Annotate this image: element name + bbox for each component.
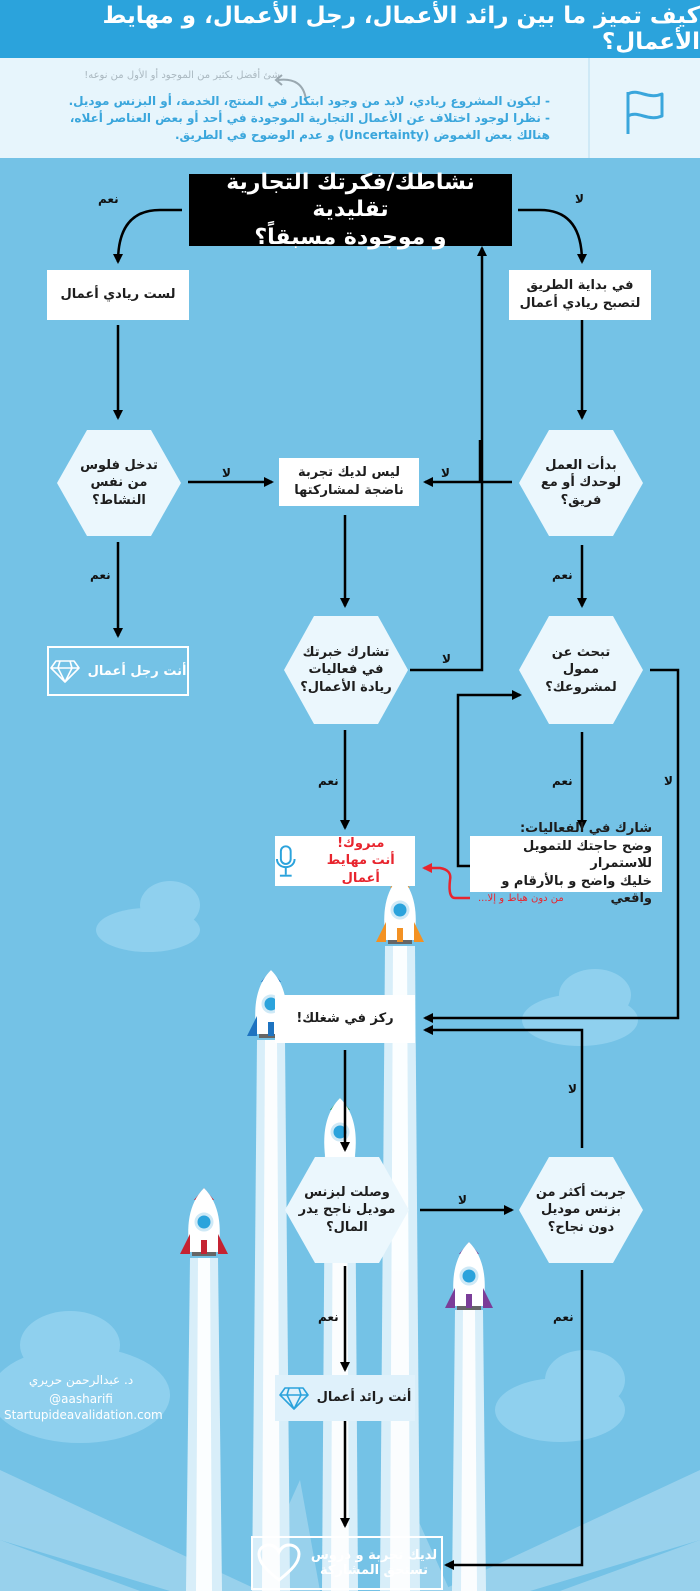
credit-handle: @aasharifi	[49, 1392, 113, 1406]
box-congrats: مبروك! أنت مهايط أعمال	[275, 836, 415, 886]
label-yes: نعم	[318, 1310, 339, 1324]
rocket-red-icon	[180, 1186, 228, 1258]
label-yes: نعم	[98, 192, 119, 206]
notes-line-1: - ليكون المشروع ريادي، لابد من وجود ابتك…	[68, 94, 550, 108]
notes-aside: شئ أفضل بكثير من الموجود أو الأول من نوع…	[84, 70, 280, 81]
events-line-3: خليك واضح و بالأرقام و واقعي	[501, 873, 652, 907]
hex-funding: تبحث عن ممول لمشروعك؟	[517, 614, 645, 726]
curved-arrow-icon	[274, 74, 307, 101]
founder-label: أنت رائد أعمال	[316, 1390, 412, 1406]
label-no: لا	[458, 1193, 467, 1207]
question-line-1: نشاطك/فكرتك التجارية تقليدية	[226, 169, 475, 223]
label-no: لا	[222, 466, 231, 480]
label-yes: نعم	[553, 1310, 574, 1324]
hex-team: بدأت العمل لوحدك أو مع فريق؟	[517, 428, 645, 538]
box-no-experience: ليس لديك تجربة ناضجة لمشاركتها	[279, 458, 419, 506]
box-path-start: في بداية الطريق لتصبح ريادي أعمال	[509, 270, 651, 320]
microphone-icon	[275, 845, 296, 877]
diamond-icon	[278, 1387, 309, 1410]
label-no: لا	[441, 466, 450, 480]
label-no: لا	[568, 1082, 577, 1096]
credit-site: Startupideavalidation.com	[4, 1408, 163, 1422]
box-founder: أنت رائد أعمال	[275, 1375, 415, 1421]
box-lessons: لديك تجربة و دروس تستحق المشاركة	[251, 1536, 443, 1590]
label-yes: نعم	[552, 774, 573, 788]
notes-line-3: هنالك بعض الغموض (Uncertainty) و عدم الو…	[174, 128, 550, 142]
lessons-line-2: تستحق المشاركة	[319, 1563, 429, 1578]
notes-divider	[588, 58, 590, 158]
hex-funding-label: تبحث عن ممول لمشروعك؟	[545, 644, 617, 695]
box-focus: ركز في شغلك!	[275, 995, 415, 1043]
hex-share: تشارك خبرتك في فعاليات ريادة الأعمال؟	[282, 614, 410, 726]
no-hype-warning: من دون هياط و إلا...	[478, 893, 564, 904]
hyper-label: أنت مهايط أعمال	[326, 853, 395, 886]
hex-tried: جربت أكثر من بزنس موديل دون نجاح؟	[517, 1155, 645, 1265]
label-yes: نعم	[552, 568, 573, 582]
hex-share-label: تشارك خبرتك في فعاليات ريادة الأعمال؟	[300, 644, 392, 695]
hex-income: تدخل فلوس من نفس النشاط؟	[55, 428, 183, 538]
label-yes: نعم	[90, 568, 111, 582]
notes-line-2: - نظرا لوجود اختلاف عن الأعمال التجارية …	[69, 111, 550, 125]
hex-model-label: وصلت لبزنس موديل ناجح يدر المال؟	[298, 1184, 396, 1235]
question-traditional-business: نشاطك/فكرتك التجارية تقليدية و موجودة مس…	[189, 170, 512, 250]
events-line-1: شارك في الفعاليات:	[519, 821, 652, 837]
hex-tried-label: جربت أكثر من بزنس موديل دون نجاح؟	[535, 1184, 627, 1235]
page-title: كيف تميز ما بين رائد الأعمال، رجل الأعما…	[0, 0, 700, 58]
box-events: شارك في الفعاليات: وضح حاجتك للتمويل للا…	[470, 821, 662, 906]
label-no: لا	[664, 774, 673, 788]
label-no: لا	[575, 192, 584, 206]
flag-icon	[626, 90, 664, 134]
notes-panel: شئ أفضل بكثير من الموجود أو الأول من نوع…	[0, 58, 700, 158]
businessman-label: أنت رجل أعمال	[87, 663, 187, 679]
congrats-label: مبروك!	[337, 835, 385, 851]
credit-name: د. عبدالرحمن حريري	[28, 1373, 134, 1387]
hex-team-label: بدأت العمل لوحدك أو مع فريق؟	[540, 457, 622, 508]
question-line-2: و موجودة مسبقاً؟	[254, 224, 447, 250]
label-yes: نعم	[318, 774, 339, 788]
diamond-icon	[49, 660, 80, 683]
events-line-2: وضح حاجتك للتمويل للاستمرار	[523, 838, 652, 872]
box-businessman: أنت رجل أعمال	[47, 646, 189, 696]
hex-income-label: تدخل فلوس من نفس النشاط؟	[80, 457, 158, 508]
hex-model: وصلت لبزنس موديل ناجح يدر المال؟	[283, 1155, 411, 1265]
lessons-line-1: لديك تجربة و دروس	[310, 1548, 438, 1563]
rocket-purple-icon	[445, 1240, 493, 1312]
label-no: لا	[442, 652, 451, 666]
heart-icon	[257, 1543, 301, 1582]
box-not-entrepreneur: لست ريادي أعمال	[47, 270, 189, 320]
